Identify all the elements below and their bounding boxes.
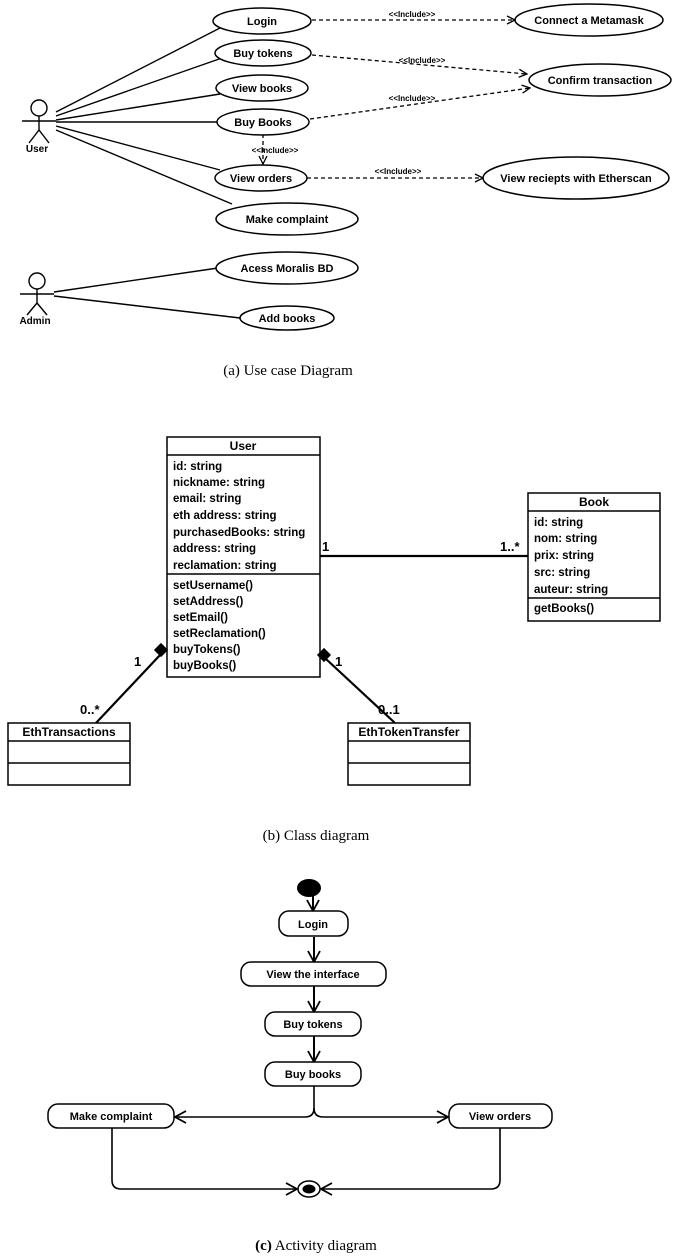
user-actor-label: User	[26, 144, 48, 155]
svg-text:Add books: Add books	[259, 313, 316, 325]
use-case-acess-moralis: Acess Moralis BD	[215, 251, 359, 285]
class-attribute: id: string	[173, 461, 222, 473]
class-book: Book id: string nom: string prix: string…	[527, 492, 661, 622]
include-label: <<Include>>	[399, 56, 446, 65]
svg-text:View orders: View orders	[230, 173, 292, 185]
initial-node	[297, 879, 321, 897]
class-user-name: User	[230, 439, 257, 453]
include-label: <<Include>>	[389, 94, 436, 103]
class-attribute: id: string	[534, 517, 583, 529]
activity-arrows	[111, 896, 501, 1196]
use-case-login: Login	[212, 7, 312, 35]
class-attribute: auteur: string	[534, 584, 608, 596]
activity-view-orders: View orders	[448, 1103, 553, 1129]
class-attribute: purchasedBooks: string	[173, 527, 305, 539]
class-method: buyBooks()	[173, 660, 236, 672]
activity-buy-tokens: Buy tokens	[264, 1011, 362, 1037]
class-attribute: reclamation: string	[173, 560, 277, 572]
include-label: <<Include>>	[389, 10, 436, 19]
svg-text:Connect a Metamask: Connect a Metamask	[534, 15, 644, 27]
activity-caption-letter: (c)	[255, 1238, 272, 1254]
class-method: setEmail()	[173, 612, 228, 624]
svg-text:Login: Login	[247, 16, 277, 28]
include-label: <<Include>>	[375, 167, 422, 176]
class-eth-transactions-name: EthTransactions	[22, 725, 116, 739]
activity-buy-books: Buy books	[264, 1061, 362, 1087]
final-node	[297, 1180, 321, 1198]
svg-text:View orders: View orders	[469, 1111, 531, 1123]
class-attribute: nom: string	[534, 533, 597, 545]
admin-actor: Admin	[19, 272, 54, 327]
svg-text:Buy books: Buy books	[285, 1069, 341, 1081]
class-method: setUsername()	[173, 580, 253, 592]
svg-text:Buy Books: Buy Books	[234, 117, 291, 129]
user-actor: User	[22, 99, 56, 155]
use-case-make-complaint: Make complaint	[215, 202, 359, 236]
activity-make-complaint: Make complaint	[47, 1103, 175, 1129]
activity-diagram: Login View the interface Buy tokens Buy …	[47, 879, 553, 1254]
multiplicity-label: 0..*	[80, 702, 100, 717]
use-case-diagram: User Admin <<Include>>	[19, 3, 672, 379]
use-case-view-receipts: View reciepts with Etherscan	[482, 156, 670, 200]
use-case-buy-books: Buy Books	[216, 108, 310, 136]
svg-text:Buy tokens: Buy tokens	[283, 1019, 342, 1031]
class-attribute: src: string	[534, 567, 590, 579]
class-eth-transactions: EthTransactions	[7, 722, 131, 786]
include-dependencies: <<Include>> <<Include>> <<Include>> <<In…	[252, 10, 530, 178]
class-method: setAddress()	[173, 596, 243, 608]
class-associations	[95, 554, 528, 724]
class-eth-token-transfer: EthTokenTransfer	[347, 722, 471, 786]
svg-text:View the interface: View the interface	[266, 969, 359, 981]
user-associations	[55, 27, 233, 205]
admin-associations	[53, 267, 241, 319]
use-case-view-orders: View orders	[214, 164, 308, 192]
multiplicity-label: 0..1	[378, 702, 400, 717]
svg-text:Confirm transaction: Confirm transaction	[548, 75, 653, 87]
activity-caption-text: Activity diagram	[272, 1238, 377, 1254]
class-attribute: eth address: string	[173, 510, 277, 522]
class-attribute: email: string	[173, 493, 241, 505]
class-diagram: User id: string nickname: string email: …	[7, 436, 661, 844]
use-case-view-books: View books	[215, 74, 309, 102]
use-case-add-books: Add books	[239, 305, 335, 331]
class-eth-token-transfer-name: EthTokenTransfer	[358, 725, 459, 739]
use-case-connect-metamask: Connect a Metamask	[514, 3, 664, 37]
class-method: buyTokens()	[173, 644, 241, 656]
class-attribute: prix: string	[534, 550, 594, 562]
use-case-confirm-transaction: Confirm transaction	[528, 63, 672, 97]
svg-text:Acess Moralis BD: Acess Moralis BD	[241, 263, 334, 275]
activity-view-interface: View the interface	[240, 961, 387, 987]
class-diagram-caption: (b) Class diagram	[263, 828, 370, 844]
class-user: User id: string nickname: string email: …	[166, 436, 321, 678]
svg-text:Make complaint: Make complaint	[70, 1111, 153, 1123]
multiplicity-label: 1..*	[500, 539, 520, 554]
class-attribute: address: string	[173, 543, 256, 555]
multiplicity-label: 1	[134, 654, 141, 669]
multiplicity-label: 1	[322, 539, 329, 554]
composition-diamond	[316, 647, 332, 663]
svg-text:View books: View books	[232, 83, 292, 95]
svg-text:Login: Login	[298, 919, 328, 931]
svg-text:Make complaint: Make complaint	[246, 214, 329, 226]
activity-login: Login	[278, 910, 349, 937]
class-method: getBooks()	[534, 603, 594, 615]
admin-actor-label: Admin	[19, 316, 50, 327]
multiplicity-label: 1	[335, 654, 342, 669]
use-case-buy-tokens: Buy tokens	[214, 39, 312, 67]
svg-text:View reciepts with Etherscan: View reciepts with Etherscan	[500, 173, 652, 185]
class-book-name: Book	[579, 495, 609, 509]
class-attribute: nickname: string	[173, 477, 265, 489]
activity-caption: (c) Activity diagram	[255, 1238, 377, 1254]
use-case-caption: (a) Use case Diagram	[223, 363, 353, 379]
composition-diamond	[153, 642, 169, 658]
class-method: setReclamation()	[173, 628, 266, 640]
svg-text:Buy tokens: Buy tokens	[233, 48, 292, 60]
include-label: <<Include>>	[252, 146, 299, 155]
